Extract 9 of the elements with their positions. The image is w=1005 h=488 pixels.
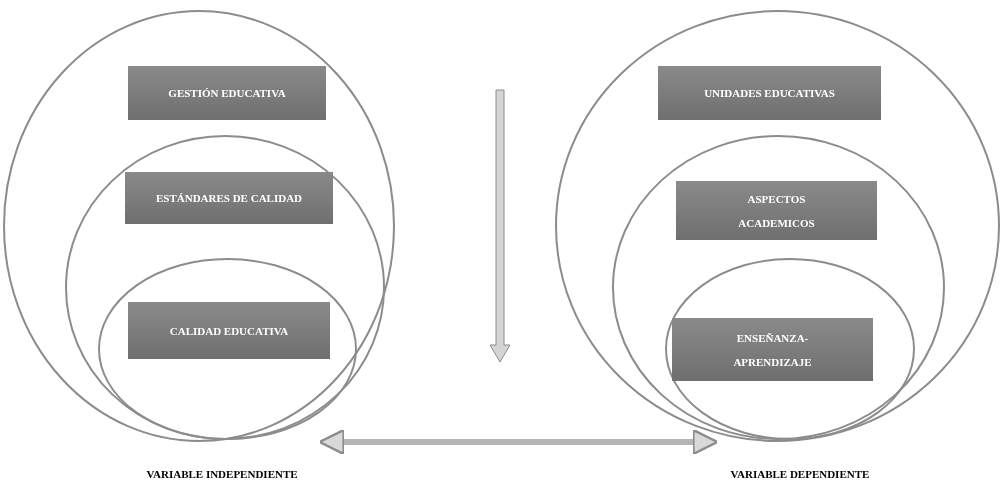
concept-label: ENSEÑANZA- APRENDIZAJE [672,318,873,381]
double-arrow [318,428,719,456]
concept-label: CALIDAD EDUCATIVA [128,302,330,359]
concept-label: ESTÁNDARES DE CALIDAD [125,172,333,224]
variable-caption: VARIABLE DEPENDIENTE [730,468,870,480]
concept-label: GESTIÓN EDUCATIVA [128,66,326,120]
concept-label: ASPECTOS ACADEMICOS [676,181,877,240]
variable-caption: VARIABLE INDEPENDIENTE [146,468,298,480]
concept-label: UNIDADES EDUCATIVAS [658,66,881,120]
